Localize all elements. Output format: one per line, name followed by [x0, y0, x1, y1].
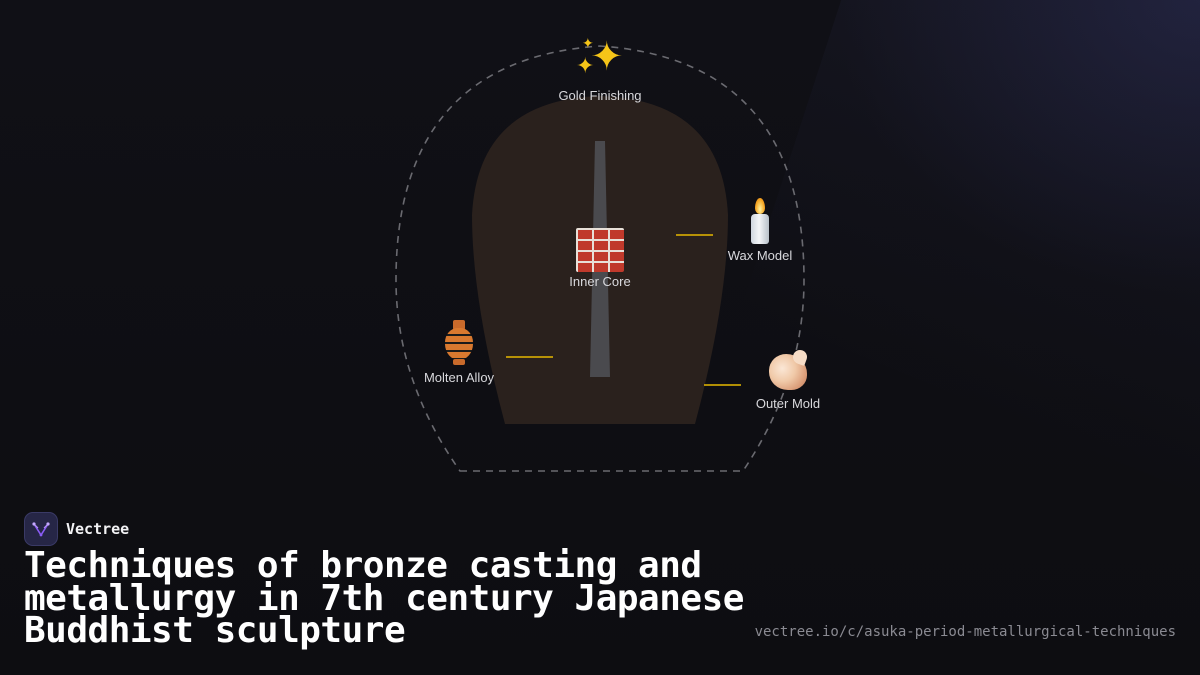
node-label: Outer Mold: [755, 396, 821, 411]
node-gold-finishing: ✦ ✦ ✦ Gold Finishing: [530, 34, 670, 103]
node-label: Wax Model: [727, 248, 793, 263]
node-label: Inner Core: [569, 274, 631, 289]
shell-icon: [765, 348, 811, 394]
node-outer-mold: Outer Mold: [718, 346, 858, 411]
sparkles-icon: ✦ ✦ ✦: [576, 34, 624, 80]
node-molten-alloy: Molten Alloy: [389, 318, 529, 385]
page-title: Techniques of bronze casting and metallu…: [24, 545, 744, 651]
candle-icon: [740, 196, 780, 246]
amphora-icon: [439, 318, 479, 368]
brick-icon: [576, 228, 624, 272]
vectree-logo-icon: [24, 512, 58, 546]
node-wax-model: Wax Model: [690, 196, 830, 263]
node-inner-core: Inner Core: [530, 224, 670, 289]
node-label: Gold Finishing: [558, 88, 642, 103]
node-label: Molten Alloy: [423, 370, 495, 385]
outer-boundary-dashed: [395, 45, 805, 472]
source-url[interactable]: vectree.io/c/asuka-period-metallurgical-…: [754, 624, 1176, 640]
brand-name: Vectree: [66, 520, 130, 538]
brand: Vectree: [24, 512, 129, 546]
